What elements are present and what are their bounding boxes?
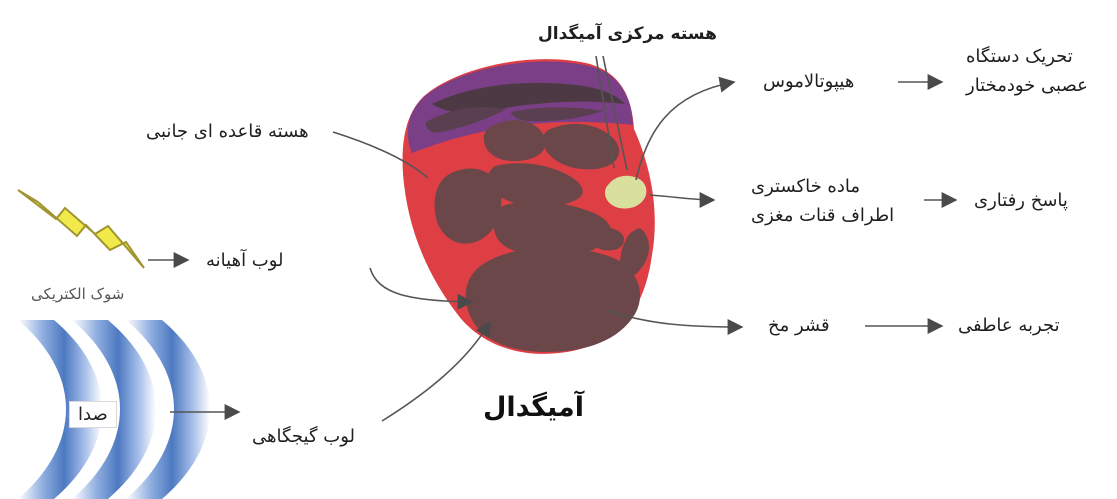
basolateral-nucleus-label: هسته قاعده ای جانبی bbox=[146, 121, 309, 144]
central-nucleus-label: هسته مرکزی آمیگدال bbox=[538, 24, 717, 45]
cortex-label: قشر مخ bbox=[768, 315, 830, 338]
temporal-to-amygdala-arrow bbox=[382, 322, 490, 421]
autonomic-activation-line-2: عصبی خودمختار bbox=[966, 75, 1088, 98]
periaqueductal-gray-line-2: اطراف قنات مغزی bbox=[751, 205, 894, 228]
parietal-lobe-label: لوب آهیانه bbox=[206, 250, 284, 273]
diagram-title: آمیگدال bbox=[483, 391, 584, 425]
amygdala-lower-mass bbox=[466, 247, 640, 352]
temporal-lobe-label: لوب گیجگاهی bbox=[252, 426, 355, 449]
amygdala-illustration bbox=[403, 59, 655, 354]
amygdala-to-hypothalamus-arrow bbox=[636, 82, 734, 180]
electric-shock-label: شوک الکتریکی bbox=[31, 285, 124, 304]
lightning-bolt-icon bbox=[18, 190, 144, 268]
periaqueductal-gray-line-1: ماده خاکستری bbox=[751, 176, 860, 199]
autonomic-activation-label: تحریک دستگاه عصبی خودمختار bbox=[966, 46, 1088, 97]
sound-label: صدا bbox=[69, 401, 117, 428]
behavioral-response-label: پاسخ رفتاری bbox=[974, 190, 1068, 213]
hypothalamus-label: هیپوتالاموس bbox=[763, 71, 854, 94]
amygdala-to-periaqueductal-arrow bbox=[650, 195, 714, 200]
periaqueductal-gray-label: ماده خاکستری اطراف قنات مغزی bbox=[751, 176, 894, 227]
lightning-bolt-shape bbox=[18, 190, 144, 268]
autonomic-activation-line-1: تحریک دستگاه bbox=[966, 46, 1073, 69]
emotional-experience-label: تجربه عاطفی bbox=[958, 315, 1060, 338]
